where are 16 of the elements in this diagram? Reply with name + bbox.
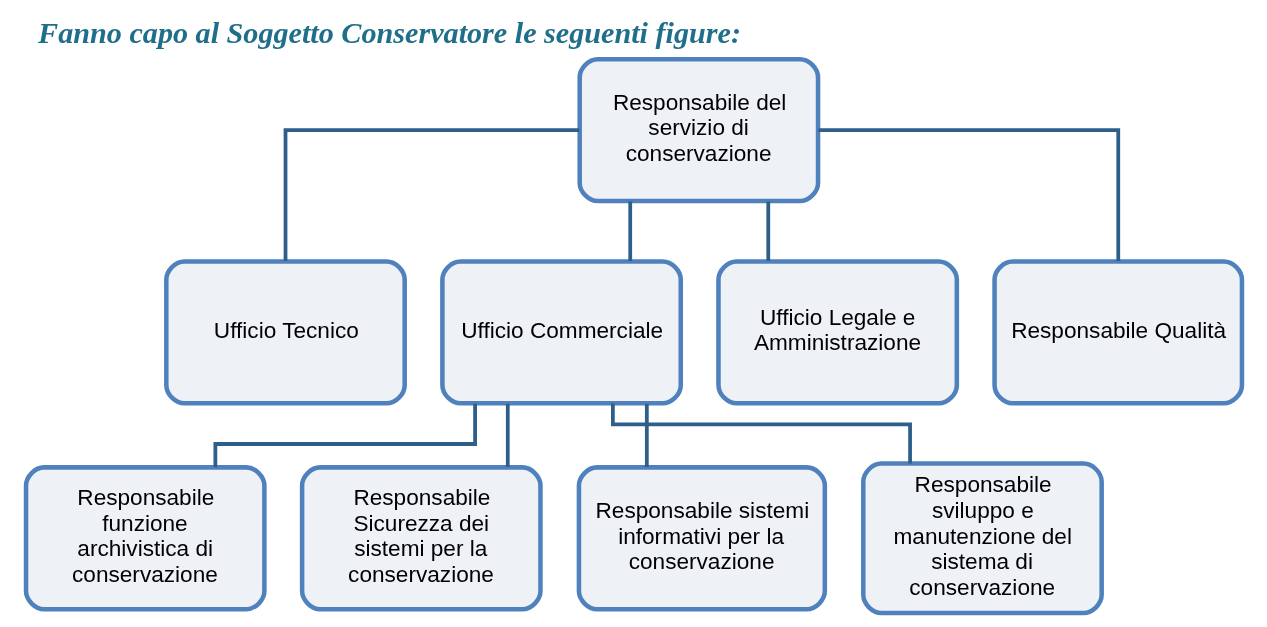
connector	[505, 403, 510, 467]
node-box: Responsabile sviluppo e manutenzione del sistema di conservazione	[860, 461, 1104, 616]
node-box: Ufficio Commerciale	[439, 259, 683, 406]
node-box: Responsabile del servizio di conservazione	[576, 57, 820, 204]
node-box: Responsabile Sicurezza dei sistemi per la conservazione	[299, 465, 543, 612]
diagram-title: Fanno capo al Soggetto Conservatore le seguenti figure:	[37, 15, 741, 50]
node-box: Ufficio Tecnico	[163, 259, 407, 406]
connector	[644, 403, 649, 467]
node-box: Responsabile sistemi informativi per la conservazione	[576, 465, 827, 612]
node-box: Responsabile funzione archivistica di conservazione	[23, 465, 267, 612]
connector	[283, 128, 579, 262]
connector	[818, 128, 1120, 262]
connector	[627, 201, 632, 262]
connector	[765, 201, 770, 262]
node-box: Ufficio Legale e Amministrazione	[715, 259, 959, 406]
node-box: Responsabile Qualità	[991, 259, 1244, 406]
